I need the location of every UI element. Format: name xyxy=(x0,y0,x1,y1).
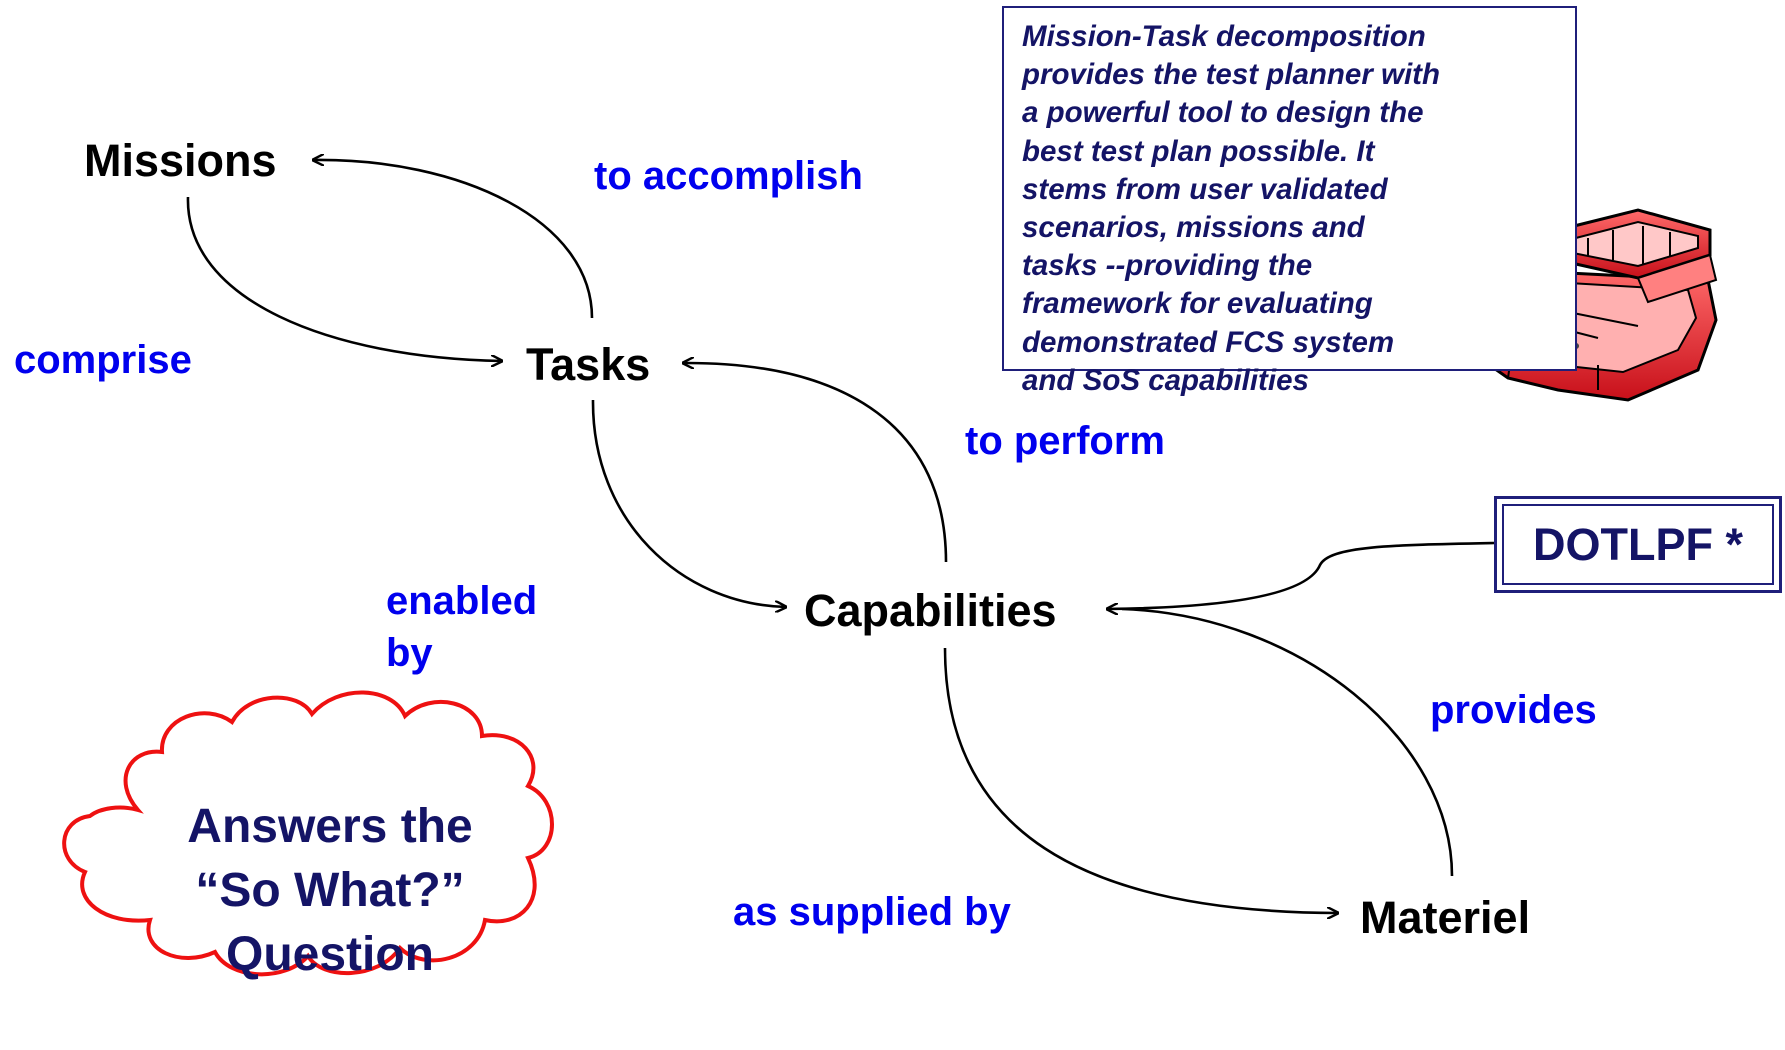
cloud-line3: Question xyxy=(225,928,434,981)
note-paragraph: Mission-Task decomposition provides the … xyxy=(1022,20,1440,397)
label-enabled-line1: enabled xyxy=(386,579,538,623)
label-enabled-by: enabled by xyxy=(386,575,537,679)
dotlpf-box xyxy=(1494,496,1782,593)
label-enabled-line2: by xyxy=(386,631,433,675)
node-tasks: Tasks xyxy=(526,339,651,390)
label-provides: provides xyxy=(1430,688,1597,732)
arrow-tasks-to-capabilities xyxy=(591,399,786,607)
arrow-missions-to-tasks xyxy=(186,196,502,361)
dotlpf-inner-border xyxy=(1502,504,1774,585)
cloud-line1: Answers the xyxy=(187,800,473,853)
node-materiel: Materiel xyxy=(1360,892,1531,943)
node-missions: Missions xyxy=(84,135,277,186)
cloud-text: Answers the “So What?” Question xyxy=(120,795,540,987)
arrow-materiel-to-capabilities xyxy=(1121,607,1454,877)
arrow-tasks-to-missions xyxy=(313,160,594,319)
note-text: Mission-Task decomposition provides the … xyxy=(1022,18,1582,400)
label-to-accomplish: to accomplish xyxy=(594,154,863,198)
label-as-supplied-by: as supplied by xyxy=(733,890,1011,934)
label-comprise: comprise xyxy=(14,338,192,382)
arrow-capabilities-to-materiel xyxy=(943,647,1338,913)
cloud-shape xyxy=(62,690,554,977)
arrow-capabilities-to-tasks xyxy=(683,363,948,563)
cloud-line2: “So What?” xyxy=(195,864,465,917)
note-box xyxy=(1002,6,1577,371)
dotlpf-label: DOTLPF * xyxy=(1533,518,1743,570)
arrow-dotlpf-to-capabilities xyxy=(1107,541,1495,609)
node-capabilities: Capabilities xyxy=(804,585,1057,636)
label-to-perform: to perform xyxy=(965,419,1165,463)
